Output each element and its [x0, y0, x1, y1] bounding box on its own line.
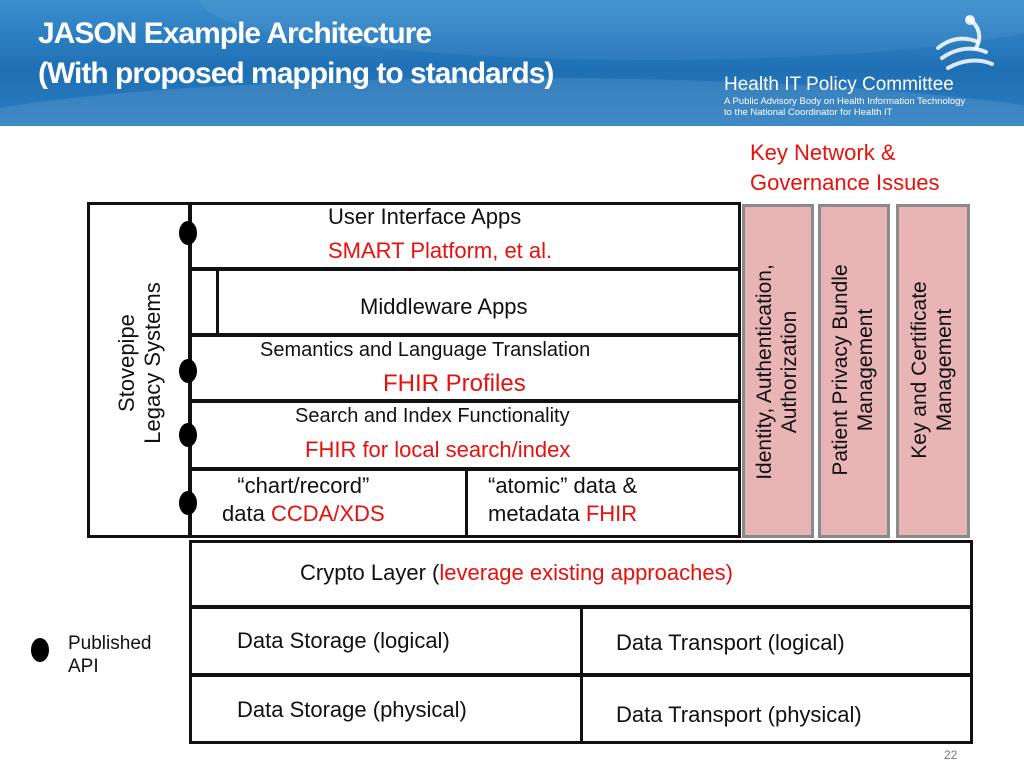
middleware-layer: [189, 268, 741, 336]
chart-record-layer: [189, 468, 468, 538]
published-api-dot-semantics: [179, 359, 197, 383]
key-issues-line-1: Key Network &: [750, 140, 896, 165]
atomic-data-label: “atomic” data & metadata FHIR: [488, 472, 637, 528]
org-subtitle: A Public Advisory Body on Health Informa…: [724, 96, 965, 118]
transport-logical-label: Data Transport (logical): [616, 630, 845, 655]
crypto-prefix: Crypto Layer (: [300, 560, 440, 585]
stovepipe-legacy-box: [87, 202, 191, 538]
stovepipe-line-1: Stovepipe: [114, 314, 139, 412]
legend-label: Published API: [68, 632, 151, 678]
transport-physical-layer: [580, 674, 973, 744]
stovepipe-line-2: Legacy Systems: [140, 282, 165, 444]
privacy-bundle-label: Patient Privacy Bundle Management: [828, 220, 880, 520]
slide-header: JASON Example Architecture (With propose…: [0, 0, 1024, 126]
org-subtitle-line-1: A Public Advisory Body on Health Informa…: [724, 96, 966, 107]
chart-record-line-1: “chart/record”: [237, 473, 370, 498]
legend-line-2: API: [68, 656, 99, 677]
semantics-label: Semantics and Language Translation: [260, 339, 591, 361]
identity-auth-column: [742, 204, 814, 538]
hhs-eagle-logo-icon: [936, 15, 994, 70]
org-subtitle-line-2: to the National Coordinator for Health I…: [724, 107, 893, 118]
legend-dot-icon: [31, 638, 49, 662]
atomic-data-line-2: metadata FHIR: [488, 500, 637, 528]
storage-logical-label: Data Storage (logical): [237, 628, 450, 653]
key-issues-label: Key Network & Governance Issues: [750, 138, 940, 198]
privacy-bundle-line-1: Patient Privacy Bundle: [829, 264, 852, 476]
atomic-data-layer: [465, 468, 741, 538]
key-cert-column: [896, 204, 970, 538]
ui-apps-label: User Interface Apps: [328, 204, 522, 229]
identity-auth-label: Identity, Authentication, Authorization: [752, 222, 804, 522]
title-line-1: JASON Example Architecture: [38, 17, 432, 50]
legend-line-1: Published: [68, 633, 152, 654]
key-issues-line-2: Governance Issues: [750, 170, 940, 195]
search-standard: FHIR for local search/index: [305, 437, 571, 462]
privacy-bundle-line-2: Management: [854, 308, 877, 432]
search-label: Search and Index Functionality: [295, 405, 570, 427]
key-cert-label: Key and Certificate Management: [907, 220, 959, 520]
published-api-dot-search: [179, 423, 197, 447]
chart-record-label: “chart/record” data CCDA/XDS: [222, 472, 385, 528]
ui-apps-layer: [189, 202, 741, 270]
key-cert-line-2: Management: [933, 308, 956, 432]
chart-record-prefix: data: [222, 501, 271, 526]
slide-title: JASON Example Architecture (With propose…: [38, 14, 554, 94]
middleware-side-cell: [189, 268, 219, 336]
atomic-data-prefix: metadata: [488, 501, 586, 526]
stovepipe-label: Stovepipe Legacy Systems: [114, 263, 165, 463]
search-layer: [189, 400, 741, 470]
storage-physical-label: Data Storage (physical): [237, 697, 467, 722]
published-api-dot-data: [179, 491, 197, 515]
atomic-data-line-1: “atomic” data &: [488, 473, 638, 498]
crypto-standard: leverage existing approaches): [439, 560, 733, 585]
semantics-standard: FHIR Profiles: [383, 370, 526, 397]
chart-record-standard: CCDA/XDS: [270, 501, 385, 526]
identity-auth-line-1: Identity, Authentication,: [753, 264, 776, 480]
privacy-bundle-column: [818, 204, 890, 538]
storage-physical-layer: [189, 674, 583, 744]
key-cert-line-1: Key and Certificate: [908, 281, 931, 459]
crypto-layer: [189, 540, 973, 608]
title-line-2: (With proposed mapping to standards): [38, 57, 554, 90]
transport-logical-layer: [580, 606, 973, 676]
org-name: Health IT Policy Committee: [724, 74, 954, 95]
identity-auth-line-2: Authorization: [778, 310, 801, 434]
page-number: 22: [944, 748, 958, 762]
chart-record-line-2: data CCDA/XDS: [222, 500, 385, 528]
middleware-label: Middleware Apps: [360, 294, 528, 319]
crypto-label: Crypto Layer (leverage existing approach…: [300, 560, 733, 586]
ui-apps-standard: SMART Platform, et al.: [328, 238, 553, 263]
atomic-data-standard: FHIR: [585, 501, 638, 526]
transport-physical-label: Data Transport (physical): [616, 702, 862, 727]
published-api-dot-ui: [179, 221, 197, 245]
